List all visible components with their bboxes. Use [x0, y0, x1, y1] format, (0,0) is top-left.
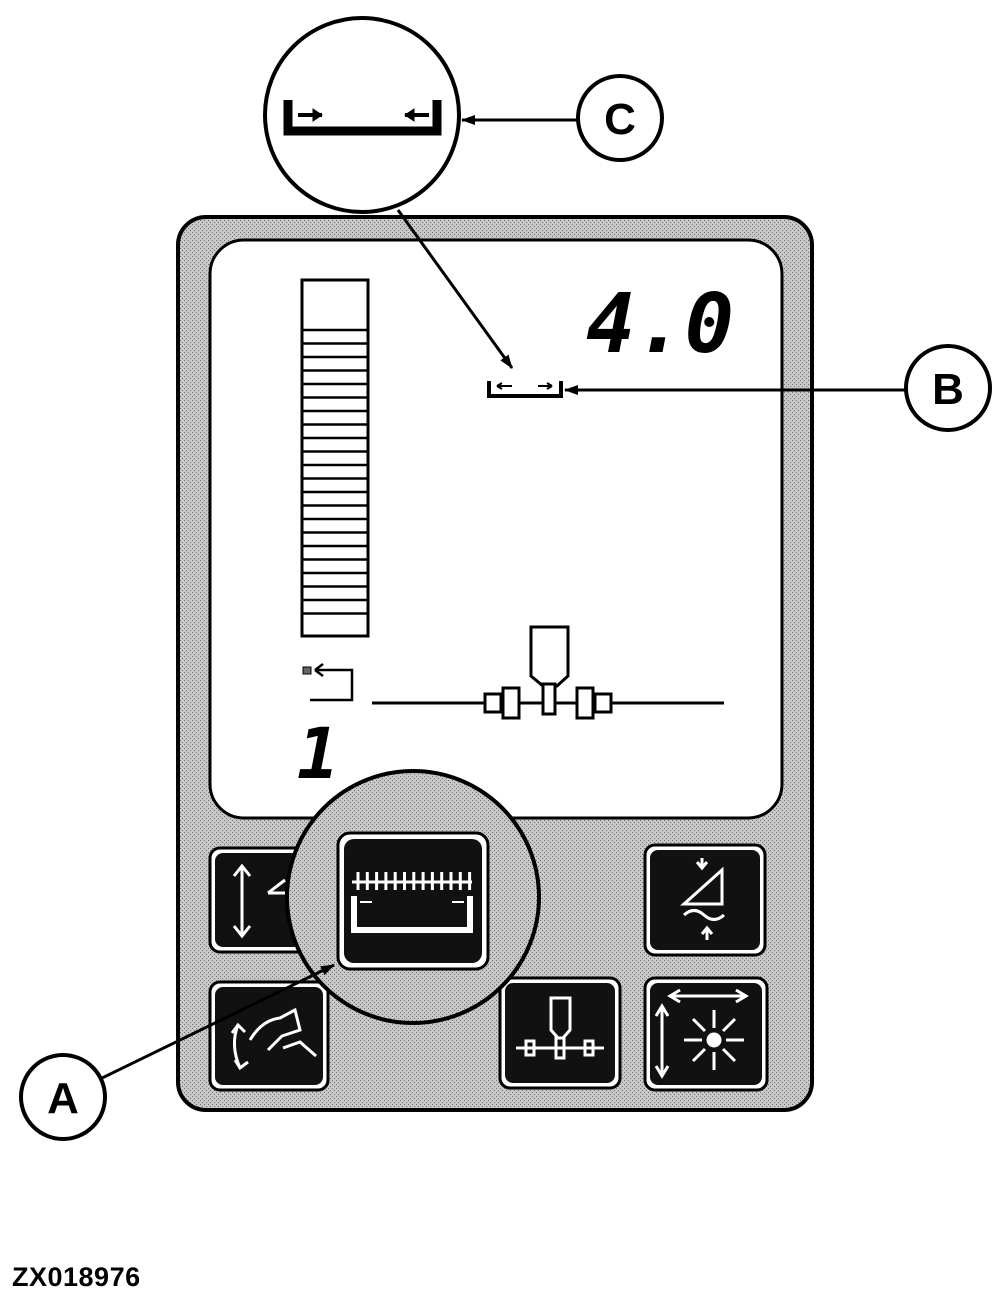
callout-a: A — [19, 1053, 107, 1141]
figure-id: ZX018976 — [12, 1262, 141, 1292]
machine-axle-icon — [372, 625, 724, 720]
magnifier-c — [263, 16, 461, 214]
callout-c: C — [576, 74, 664, 162]
svg-text:A: A — [47, 1074, 79, 1123]
depth-readout: 4.0 — [586, 277, 734, 372]
width-adjust-button[interactable] — [336, 831, 490, 971]
width-indicator-icon — [487, 381, 563, 398]
svg-text:B: B — [932, 365, 964, 414]
magnifier-a — [285, 769, 541, 1025]
gear-digit: 1 — [297, 713, 339, 795]
callout-b: B — [904, 344, 992, 432]
svg-text:C: C — [604, 95, 636, 144]
reel-position-button[interactable] — [208, 980, 330, 1092]
leader-lines — [97, 115, 906, 1082]
axle-button[interactable] — [498, 976, 622, 1090]
header-tilt-button[interactable] — [643, 843, 767, 957]
bar-graph — [300, 278, 370, 638]
width-indicator-magnified-icon — [283, 100, 442, 136]
light-direction-button[interactable] — [643, 976, 769, 1092]
return-arrow-icon — [302, 663, 354, 702]
